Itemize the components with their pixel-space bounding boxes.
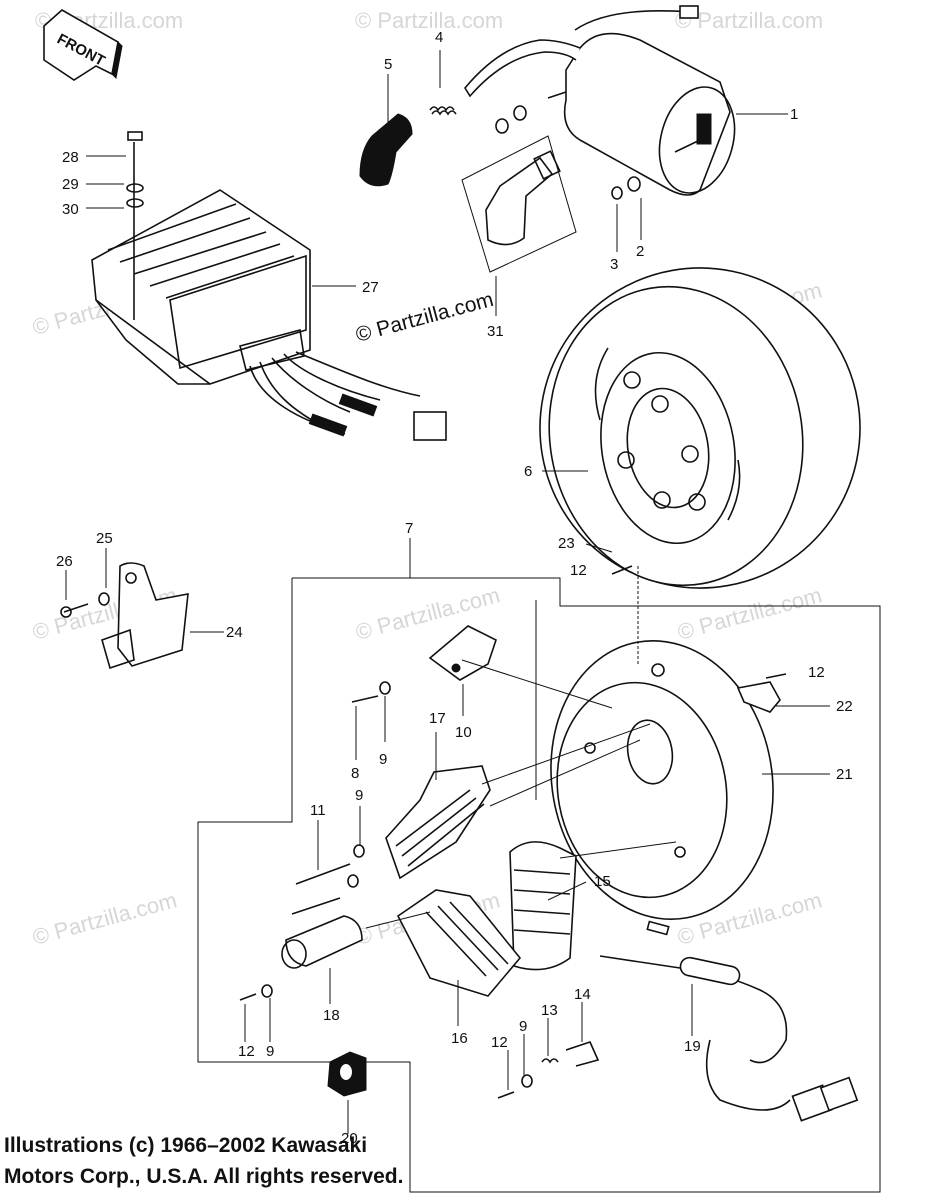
- callout-10: 10: [455, 724, 472, 741]
- lighting-coil: [385, 765, 491, 880]
- charge-coil: [509, 841, 577, 971]
- small-nuts: [495, 105, 641, 200]
- copyright-line-1: Illustrations (c) 1966–2002 Kawasaki: [4, 1134, 368, 1157]
- callout-21: 21: [836, 766, 853, 783]
- callout-12a: 12: [808, 664, 825, 681]
- watermark: © Partzilla.com: [30, 887, 180, 950]
- callout-22: 22: [836, 698, 853, 715]
- stator-wiring-harness: [599, 920, 859, 1122]
- callout-7: 7: [405, 520, 413, 537]
- callout-3: 3: [610, 256, 618, 273]
- callout-8: 8: [351, 765, 359, 782]
- stator-assembly-boundary: [197, 577, 881, 1193]
- callout-16: 16: [451, 1030, 468, 1047]
- callout-29: 29: [62, 176, 79, 193]
- regulator-rectifier: [91, 131, 447, 441]
- stator-base-plate: [550, 640, 774, 920]
- spark-plug-cap: [359, 113, 413, 187]
- callout-9c: 9: [266, 1043, 274, 1060]
- callout-11: 11: [310, 802, 326, 819]
- callout-2: 2: [636, 243, 644, 260]
- ignition-coil: [464, 5, 736, 196]
- callout-12c: 12: [491, 1034, 508, 1051]
- front-arrow-badge: FRONT: [43, 9, 123, 81]
- contact-breaker: [428, 625, 497, 681]
- mounting-bracket: [60, 562, 189, 670]
- leader-lines: [65, 50, 830, 1134]
- callout-5: 5: [384, 56, 392, 73]
- watermark: © Partzilla.com: [355, 8, 503, 33]
- copyright-line-2: Motors Corp., U.S.A. All rights reserved…: [4, 1165, 404, 1188]
- copyright-notice: Illustrations (c) 1966–2002 Kawasaki Mot…: [4, 1130, 604, 1192]
- watermark: © Partzilla.com: [675, 8, 823, 33]
- cap-spring: [429, 106, 457, 116]
- callout-25: 25: [96, 530, 113, 547]
- callout-24: 24: [226, 624, 243, 641]
- callout-31: 31: [487, 323, 504, 340]
- exciter-coil: [396, 889, 522, 997]
- callout-9b: 9: [355, 787, 363, 804]
- callout-13: 13: [541, 1002, 558, 1019]
- callout-28: 28: [62, 149, 79, 166]
- plug-cap-assembly: [461, 135, 577, 273]
- callout-12d: 12: [570, 562, 587, 579]
- callout-19: 19: [684, 1038, 701, 1055]
- callout-9d: 9: [519, 1018, 527, 1035]
- callout-17: 17: [429, 710, 446, 727]
- callout-26: 26: [56, 553, 73, 570]
- callout-27: 27: [362, 279, 379, 296]
- condenser: [281, 915, 363, 969]
- callout-23: 23: [558, 535, 575, 552]
- watermark: © Partzilla.com: [675, 582, 825, 645]
- rotor-flywheel: [539, 267, 861, 589]
- center-watermark: © Partzilla.com: [353, 288, 496, 347]
- callout-4: 4: [435, 29, 443, 46]
- callout-18: 18: [323, 1007, 340, 1024]
- callout-12b: 12: [238, 1043, 255, 1060]
- callout-14: 14: [574, 986, 591, 1003]
- callout-30: 30: [62, 201, 79, 218]
- callout-6: 6: [524, 463, 532, 480]
- callout-20: 20: [341, 1130, 358, 1147]
- callout-15: 15: [594, 873, 611, 890]
- callout-1: 1: [790, 106, 798, 123]
- callout-9a: 9: [379, 751, 387, 768]
- callout-labels: 1 2 3 4 5 6 7 8 9 9 9 9 10 11 12 12 12 1…: [56, 29, 853, 1147]
